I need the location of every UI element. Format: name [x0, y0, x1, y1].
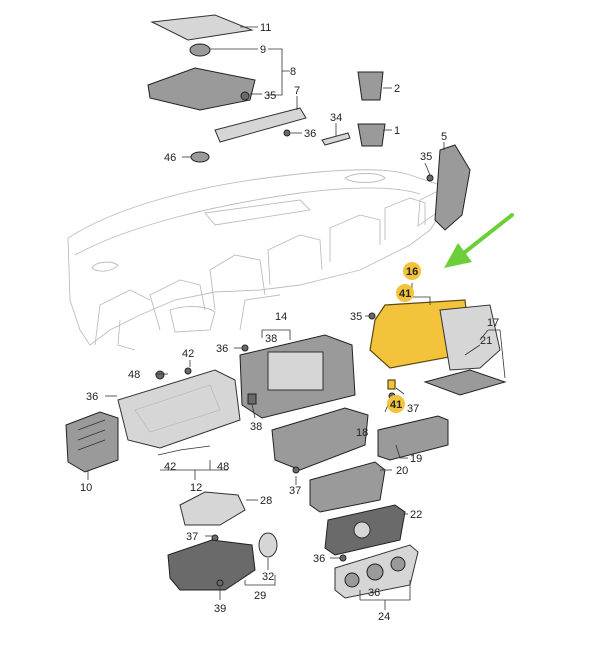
part-36d-screw — [339, 554, 347, 562]
part-48-cluster-trim — [117, 369, 241, 449]
part-5-side-trim — [434, 144, 471, 231]
part-24-knob-right — [390, 556, 406, 572]
callout-29: 29 — [254, 590, 266, 602]
part-2-cupholder — [357, 71, 384, 101]
callout-19-visible: 19 — [410, 453, 422, 465]
part-24-knob-left — [344, 572, 360, 588]
part-39-screw — [216, 579, 224, 587]
callout-16-badge — [403, 262, 421, 280]
part-48-clip — [155, 370, 165, 380]
part-35c-screw — [368, 312, 376, 320]
part-1-cupholder — [357, 123, 386, 147]
callout-9: 9 — [260, 44, 266, 56]
part-46-sensor — [190, 151, 210, 163]
callout-35c: 35 — [350, 311, 362, 323]
callout-42b: 42 — [164, 461, 176, 473]
part-14-screen-opening — [267, 351, 324, 391]
callout-11: 11 — [260, 22, 271, 34]
callout-5: 5 — [441, 131, 447, 143]
green-arrow-indicator — [444, 213, 514, 268]
callout-17: 17 — [487, 317, 499, 329]
callout-38b: 38 — [250, 421, 262, 433]
callout-22: 22 — [410, 509, 422, 521]
part-19-cover-panel — [377, 415, 449, 461]
callout-38a: 38 — [265, 333, 277, 345]
part-8-console-bracket — [147, 67, 256, 111]
callout-8: 8 — [290, 66, 296, 78]
part-22-knob — [353, 521, 371, 539]
callout-41b-badge — [387, 395, 405, 413]
leader-lines — [87, 26, 506, 610]
part-37b-screw — [292, 466, 300, 474]
part-35b-clip — [426, 174, 434, 182]
part-35-clip — [240, 91, 250, 101]
part-32-ring — [258, 532, 278, 558]
callout-12: 12 — [190, 482, 202, 494]
callout-37c: 37 — [186, 531, 198, 543]
part-21-insert — [423, 369, 507, 396]
callout-36a: 36 — [304, 128, 316, 140]
part-42-clip — [184, 367, 192, 375]
part-41b-clip — [387, 379, 396, 390]
callout-1: 1 — [394, 125, 400, 137]
part-29-column-shroud-lower — [167, 539, 256, 591]
dashboard-outline — [67, 169, 441, 351]
callout-34: 34 — [330, 112, 342, 124]
callout-37a: 37 — [407, 403, 419, 415]
callout-37b: 37 — [289, 485, 301, 497]
callout-21: 21 — [480, 335, 492, 347]
callout-28: 28 — [260, 495, 272, 507]
callout-48b: 48 — [217, 461, 229, 473]
callout-46: 46 — [164, 152, 176, 164]
part-36b-screw — [241, 344, 249, 352]
part-36-screw — [283, 129, 291, 137]
callout-20: 20 — [396, 465, 408, 477]
callout-labels: 11 9 8 35 2 7 34 36 1 46 5 35 16 41 35 1… — [80, 22, 499, 623]
callout-7: 7 — [294, 85, 300, 97]
part-11-lid — [150, 14, 254, 41]
callout-14: 14 — [275, 311, 287, 323]
callout-41a: 41 — [399, 288, 411, 300]
callout-39: 39 — [214, 603, 226, 615]
callout-42a: 42 — [182, 348, 194, 360]
callout-36b: 36 — [216, 343, 228, 355]
callout-10: 10 — [80, 482, 92, 494]
callout-36c: 36 — [86, 391, 98, 403]
callout-35a: 35 — [264, 90, 276, 102]
callout-2: 2 — [394, 83, 400, 95]
part-28-column-shroud-upper — [179, 491, 246, 526]
callout-16: 16 — [406, 266, 418, 278]
callout-48a: 48 — [128, 369, 140, 381]
part-9-knob — [189, 43, 211, 57]
part-17-glovebox-lid — [439, 304, 501, 371]
callout-41a-badge — [396, 284, 414, 302]
callout-36d: 36 — [313, 553, 325, 565]
part-20-bracket — [309, 461, 386, 513]
part-24-knob-center — [366, 563, 384, 581]
part-18-radio-frame — [271, 407, 369, 471]
callout-24: 24 — [378, 611, 390, 623]
callout-18: 18 — [356, 427, 368, 439]
part-7-trim-strip — [214, 107, 307, 143]
callout-36e: 36 — [368, 587, 380, 599]
part-34-strip — [321, 132, 351, 146]
callout-35b: 35 — [420, 151, 432, 163]
callout-41b: 41 — [390, 399, 402, 411]
callout-32: 32 — [262, 571, 274, 583]
part-10-vent — [65, 411, 119, 473]
part-38-clip — [247, 393, 257, 405]
